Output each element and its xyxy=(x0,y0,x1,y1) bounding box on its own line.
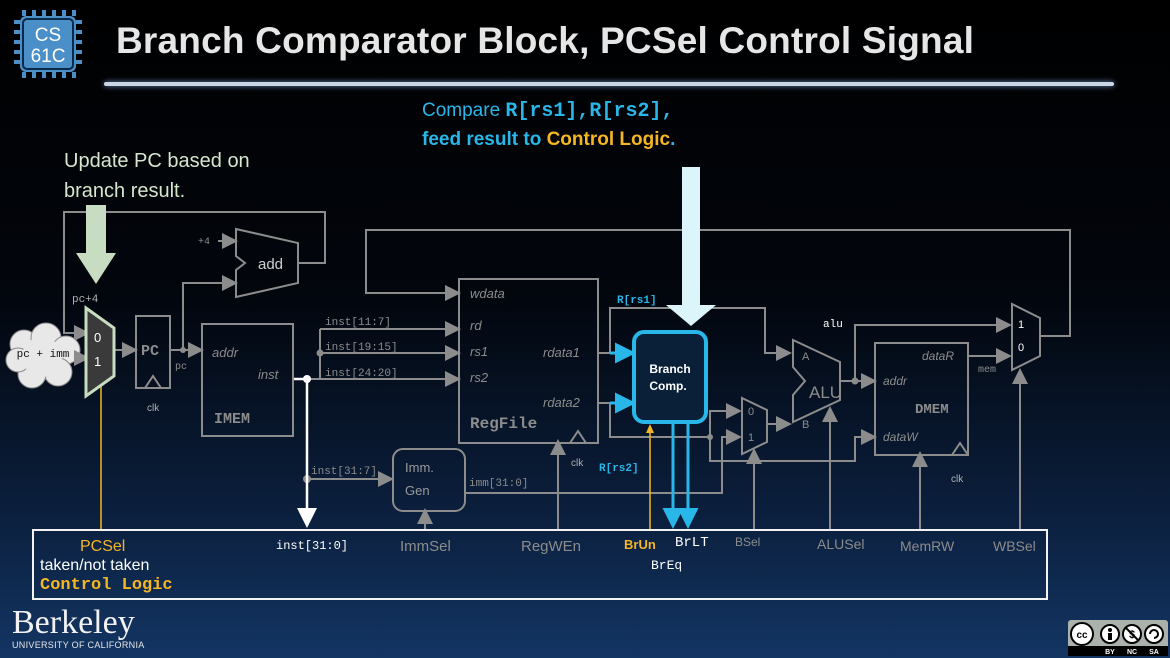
berkeley-subtitle: UNIVERSITY OF CALIFORNIA xyxy=(12,640,145,650)
imm-gen-line2: Gen xyxy=(405,483,430,498)
cc-icon xyxy=(1070,622,1094,646)
regfile-rd-label: rd xyxy=(470,318,482,333)
imem-label: IMEM xyxy=(214,411,250,428)
pc-plus4-label: pc+4 xyxy=(72,294,99,306)
wbmux-0: 0 xyxy=(1018,342,1024,354)
add-label: add xyxy=(258,256,283,273)
pc-imm-label: pc + imm xyxy=(17,349,70,361)
r-rs2-label: R[rs2] xyxy=(599,463,639,475)
r-rs1-label: R[rs1] xyxy=(617,295,657,307)
compare-prefix: Compare xyxy=(422,100,506,121)
alu-label: ALU xyxy=(809,383,842,402)
pc-block-label: PC xyxy=(141,343,159,360)
branch-comparator-block xyxy=(632,330,708,424)
dmem-clk-label: clk xyxy=(951,474,964,485)
title-underline xyxy=(104,82,1114,86)
pc-mux-1: 1 xyxy=(94,354,101,369)
slide-title: Branch Comparator Block, PCSel Control S… xyxy=(116,20,975,61)
control-logic-label: Control Logic xyxy=(40,576,173,595)
regfile-block xyxy=(458,278,599,444)
regfile-rs1-label: rs1 xyxy=(470,344,488,359)
imm-gen-block xyxy=(392,448,466,512)
regfile-label: RegFile xyxy=(470,415,537,433)
plus4-label: +4 xyxy=(198,237,210,248)
feed-suffix: . xyxy=(670,129,676,150)
regfile-rdata2-label: rdata2 xyxy=(543,395,581,410)
imem-block xyxy=(201,323,294,437)
inst-31-0-label: inst[31:0] xyxy=(276,539,349,553)
wbmux-1: 1 xyxy=(1018,319,1024,331)
breq-label: BrEq xyxy=(651,558,683,573)
cc-by-label: BY xyxy=(1105,649,1115,656)
logo-text-line2: 61C xyxy=(31,46,66,67)
control-logic-box xyxy=(32,529,1048,600)
inst-31-7-label: inst[31:7] xyxy=(311,466,377,478)
bmux-0: 0 xyxy=(748,406,754,418)
creative-commons-badge: cc $ BY NC SA xyxy=(1068,620,1168,656)
alu-b-label: B xyxy=(802,419,809,431)
cc-nc-label: NC xyxy=(1127,649,1137,656)
dmem-dataw-label: dataW xyxy=(883,430,919,444)
branch-label-line1: Branch xyxy=(649,362,690,376)
regfile-rs2-label: rs2 xyxy=(470,370,489,385)
feed-callout: feed result to Control Logic. xyxy=(422,126,675,154)
pc-imm-cloud xyxy=(5,322,81,389)
regwen-label: RegWEn xyxy=(521,538,582,555)
regfile-rdata1-label: rdata1 xyxy=(543,345,580,360)
brlt-label: BrLT xyxy=(675,535,709,551)
feed-target: Control Logic xyxy=(546,129,671,150)
cc-sa-label: SA xyxy=(1149,649,1159,656)
berkeley-logo: Berkeley xyxy=(12,604,135,641)
alusel-label: ALUSel xyxy=(817,536,865,552)
bsel-mux xyxy=(741,396,768,456)
pcsel-label: PCSel xyxy=(80,538,126,555)
update-pc-callout: Update PC based on branch result. xyxy=(64,150,250,202)
pc-clk-label: clk xyxy=(147,403,160,414)
wbsel-label: WBSel xyxy=(993,538,1036,554)
imem-addr-label: addr xyxy=(212,345,239,360)
branch-label-line2: Comp. xyxy=(649,379,686,393)
imm-gen-line1: Imm. xyxy=(405,460,434,475)
inst-11-7-label: inst[11:7] xyxy=(325,317,391,329)
adder xyxy=(235,227,299,299)
feed-prefix: feed result to xyxy=(422,129,547,150)
imm-31-0-label: imm[31:0] xyxy=(469,478,528,490)
imem-inst-label: inst xyxy=(258,367,280,382)
cc-text: cc xyxy=(1076,630,1088,641)
sa-icon xyxy=(1144,624,1164,644)
regfile-clk-label: clk xyxy=(571,458,584,469)
alu-out-label: alu xyxy=(823,319,843,331)
regfile-wdata-label: wdata xyxy=(470,286,505,301)
pc-out-label: pc xyxy=(175,362,187,373)
pc-register xyxy=(135,315,171,389)
taken-not-taken-label: taken/not taken xyxy=(40,557,150,574)
compare-callout: Compare R[rs1],R[rs2], xyxy=(422,96,673,127)
mem-label: mem xyxy=(978,365,996,376)
pc-mux-0: 0 xyxy=(94,330,101,345)
cs61c-logo: CS 61C xyxy=(14,10,82,78)
brun-label: BrUn xyxy=(624,537,656,552)
wbsel-mux xyxy=(1011,302,1041,372)
bmux-1: 1 xyxy=(748,432,754,444)
pc-mux xyxy=(84,305,116,399)
logo-text-line1: CS xyxy=(35,25,61,46)
alu-block xyxy=(792,338,841,424)
alu-a-label: A xyxy=(802,351,810,363)
memrw-label: MemRW xyxy=(900,538,955,554)
bsel-label: BSel xyxy=(735,535,761,549)
dmem-block xyxy=(874,342,969,456)
dmem-datar-label: dataR xyxy=(922,349,954,363)
dmem-addr-label: addr xyxy=(883,374,908,388)
dmem-label: DMEM xyxy=(915,402,949,418)
immsel-label: ImmSel xyxy=(400,538,451,555)
inst-24-20-label: inst[24:20] xyxy=(325,368,398,380)
compare-registers: R[rs1],R[rs2], xyxy=(505,100,674,123)
inst-19-15-label: inst[19:15] xyxy=(325,342,398,354)
